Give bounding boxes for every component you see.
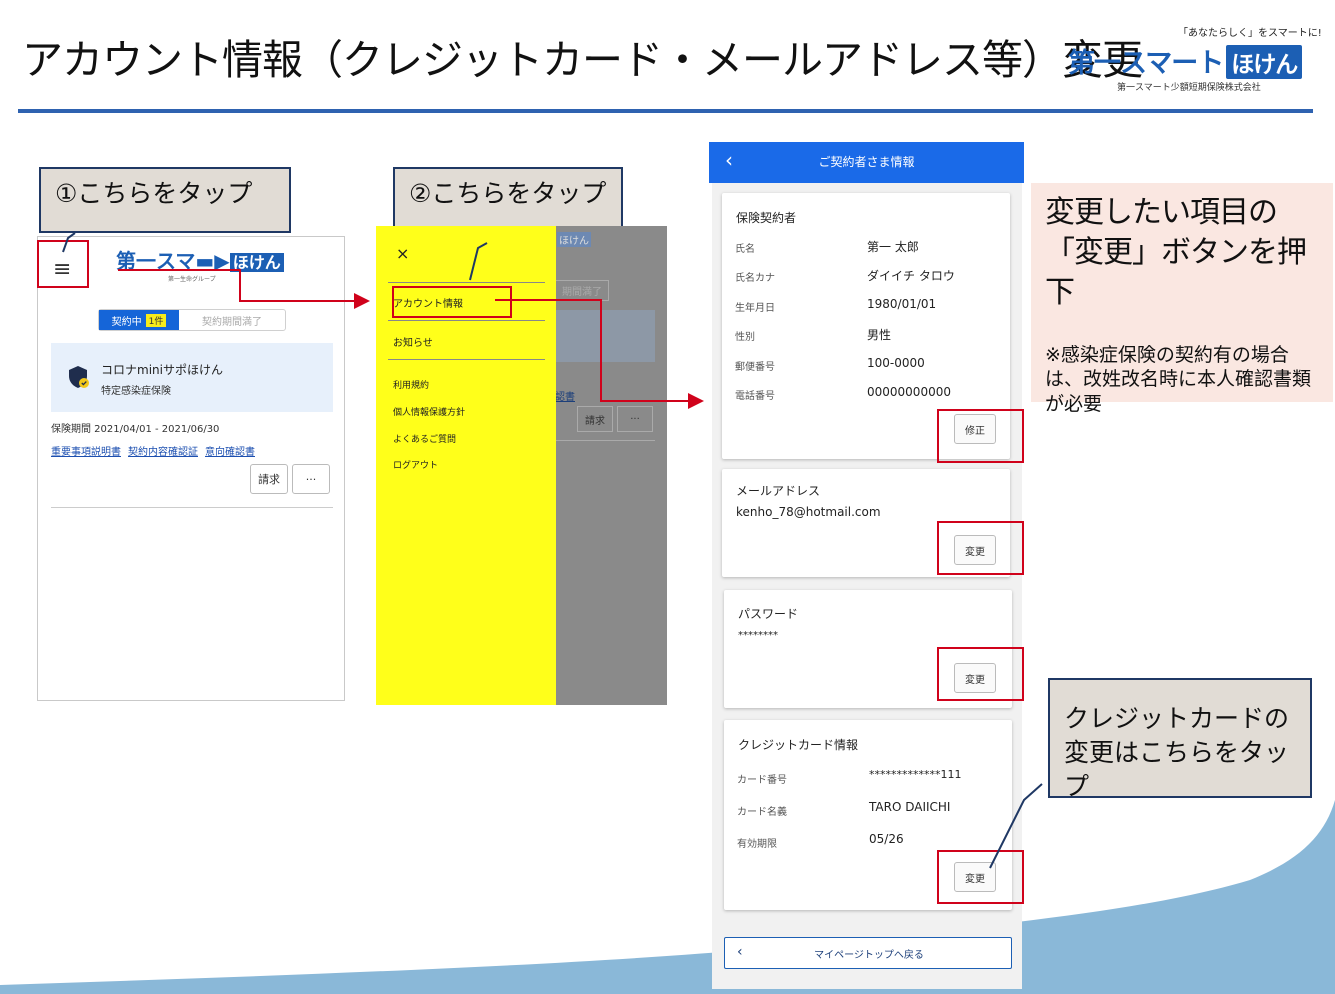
policy-card[interactable]: コロナminiサポほけん 特定感染症保険 [51, 343, 333, 412]
app-logo-text: 第一スマ [116, 249, 196, 273]
back-to-mypage-label: マイページトップへ戻る [814, 950, 924, 961]
policy-period: 保険期間 2021/04/01 - 2021/06/30 [51, 424, 220, 435]
back-arrow-icon[interactable]: ‹ [725, 148, 733, 172]
card-label: 有効期限 [737, 839, 777, 850]
screen-contract-list: ≡ 第一スマ▬▶ほけん 第一生命グループ 契約中 1件 契約期間満了 コロナmi… [37, 236, 345, 701]
card-label: カード名義 [737, 807, 787, 818]
policy-type: 特定感染症保険 [101, 386, 171, 397]
holder-label: 郵便番号 [735, 362, 775, 373]
callout-credit-card: クレジットカードの変更はこちらをタップ [1048, 678, 1312, 801]
callout-step2: ②こちらをタップ [393, 167, 623, 233]
menu-item-privacy[interactable]: 個人情報保護方針 [393, 408, 466, 418]
hamburger-menu-icon[interactable]: ≡ [53, 257, 72, 282]
more-options-button[interactable]: ··· [292, 464, 330, 494]
tab-active-contracts[interactable]: 契約中 1件 [99, 310, 179, 330]
ghost-policy-card [555, 310, 655, 362]
menu-item-account[interactable]: アカウント情報 [393, 299, 463, 310]
card-label: カード番号 [737, 775, 787, 786]
claim-button[interactable]: 請求 [250, 464, 288, 494]
ghost-hoken: ほけん [557, 232, 591, 247]
menu-item-logout[interactable]: ログアウト [393, 461, 439, 471]
logo-brand-text: 第一スマート [1068, 48, 1224, 79]
holder-label: 生年月日 [735, 303, 775, 314]
password-value: ******** [738, 630, 778, 641]
document-links: 重要事項説明書 契約内容確認証 意向確認書 [51, 443, 255, 458]
app-logo-hoken: ほけん [229, 253, 284, 272]
shield-icon [69, 366, 89, 388]
card-value: TARO DAIICHI [869, 800, 951, 814]
link-important-notes[interactable]: 重要事項説明書 [51, 447, 121, 458]
menu-item-faq[interactable]: よくあるご質問 [393, 435, 457, 445]
holder-value: ダイイチ タロウ [867, 269, 955, 283]
credit-card-title: クレジットカード情報 [738, 738, 859, 752]
tab-expired-contracts[interactable]: 契約期間満了 [202, 316, 262, 328]
app-logo-mark: ▬▶ [195, 249, 230, 273]
holder-value: 100-0000 [867, 356, 925, 370]
app-bar: ‹ ご契約者さま情報 [709, 142, 1024, 183]
holder-label: 性別 [735, 332, 755, 343]
ghost-doc-link: 認書 [555, 392, 575, 403]
card-policy-holder: 保険契約者 氏名 第一 太郎 氏名カナ ダイイチ タロウ 生年月日 1980/0… [722, 193, 1010, 459]
holder-label: 氏名 [735, 244, 755, 255]
card-value: 05/26 [869, 832, 904, 846]
holder-value: 1980/01/01 [867, 297, 937, 311]
callout-step1-text: ①こちらをタップ [55, 179, 253, 208]
callout-step1: ①こちらをタップ [39, 167, 291, 233]
menu-item-news[interactable]: お知らせ [393, 338, 433, 349]
contract-status-tabs: 契約中 1件 契約期間満了 [98, 309, 286, 331]
close-icon[interactable]: × [396, 244, 410, 263]
ghost-expired-tab: 期間満了 [555, 280, 609, 301]
slide-title: アカウント情報（クレジットカード・メールアドレス等）変更 [22, 36, 1143, 84]
card-credit-card: クレジットカード情報 カード番号 *************111 カード名義 … [724, 720, 1012, 910]
edit-button[interactable]: 修正 [954, 414, 996, 444]
app-bar-title: ご契約者さま情報 [818, 155, 915, 169]
card-password: パスワード ******** 変更 [724, 590, 1012, 708]
card-email: メールアドレス kenho_78@hotmail.com 変更 [722, 469, 1010, 577]
ghost-claim: 請求 [577, 406, 613, 432]
logo-company: 第一スマート少額短期保険株式会社 [1117, 83, 1261, 93]
link-intent-confirmation[interactable]: 意向確認書 [205, 447, 255, 458]
card-value: *************111 [869, 768, 962, 781]
email-value: kenho_78@hotmail.com [736, 505, 881, 519]
policy-name: コロナminiサポほけん [101, 363, 223, 377]
list-divider [51, 507, 333, 508]
logo-tagline: 「あなたらしく」をスマートに! [1178, 28, 1322, 39]
menu-item-terms[interactable]: 利用規約 [393, 381, 430, 391]
holder-label: 氏名カナ [735, 273, 775, 284]
link-contract-certificate[interactable]: 契約内容確認証 [128, 447, 198, 458]
menu-divider [388, 320, 545, 321]
side-menu: × アカウント情報 お知らせ 利用規約 個人情報保護方針 よくあるご質問 ログア… [376, 226, 556, 705]
callout-credit-card-text: クレジットカードの変更はこちらをタップ [1064, 704, 1290, 801]
holder-value: 男性 [867, 328, 892, 342]
note-headline-1: 変更したい項目の [1045, 195, 1278, 230]
chevron-left-icon: ‹ [737, 944, 743, 960]
ghost-more: ··· [617, 406, 653, 432]
note-headline-2: 「変更」ボタンを押下 [1045, 234, 1307, 310]
change-credit-card-button[interactable]: 変更 [954, 862, 996, 892]
tab-active-label: 契約中 [111, 316, 142, 328]
holder-value: 第一 太郎 [867, 240, 919, 254]
dimmed-background[interactable]: ほけん 期間満了 認書 請求 ··· [555, 226, 667, 705]
back-to-mypage-button[interactable]: ‹ マイページトップへ戻る [724, 937, 1012, 969]
callout-step2-text: ②こちらをタップ [409, 179, 607, 208]
tab-count-badge: 1件 [145, 313, 167, 327]
header-divider [18, 109, 1313, 113]
holder-value: 00000000000 [867, 385, 951, 399]
logo-brand: 第一スマートほけん [1068, 41, 1303, 80]
menu-divider [388, 359, 545, 360]
app-logo-subtitle: 第一生命グループ [168, 276, 216, 283]
change-email-button[interactable]: 変更 [954, 535, 996, 565]
menu-divider [388, 282, 545, 283]
ghost-divider [555, 440, 655, 441]
app-logo: 第一スマ▬▶ほけん [116, 245, 284, 274]
policy-holder-title: 保険契約者 [736, 211, 797, 225]
logo-hoken: ほけん [1226, 45, 1303, 79]
brand-logo: 「あなたらしく」をスマートに! 第一スマートほけん 第一スマート少額短期保険株式… [1062, 24, 1324, 94]
change-password-button[interactable]: 変更 [954, 663, 996, 693]
instruction-note: 変更したい項目の 「変更」ボタンを押下 ※感染症保険の契約有の場合は、改姓改名時… [1031, 183, 1333, 415]
note-detail: ※感染症保険の契約有の場合は、改姓改名時に本人確認書類が必要 [1045, 343, 1312, 416]
password-title: パスワード [738, 607, 799, 621]
holder-label: 電話番号 [735, 391, 775, 402]
email-title: メールアドレス [736, 484, 821, 498]
